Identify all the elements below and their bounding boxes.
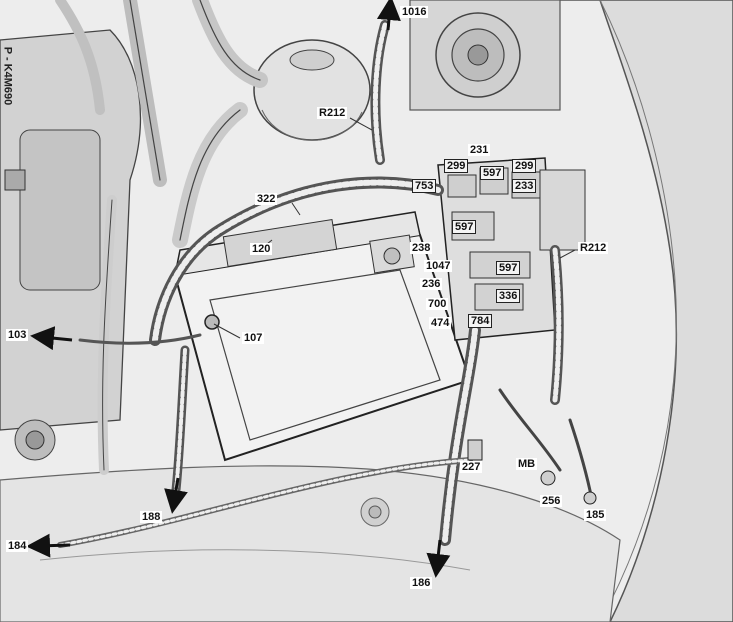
callout-120: 120	[250, 243, 273, 255]
callout-299-left: 299	[444, 159, 469, 173]
callout-474: 474	[429, 317, 452, 329]
callout-184: 184	[6, 540, 29, 552]
callout-1016: 1016	[400, 6, 429, 18]
fender-panel	[560, 0, 733, 622]
fuse-relay-box	[437, 157, 586, 341]
callout-227: 227	[460, 461, 483, 473]
callout-r212-top: R212	[317, 107, 348, 119]
callout-188: 188	[140, 511, 163, 523]
callout-700: 700	[426, 298, 449, 310]
callout-107: 107	[242, 332, 265, 344]
direction-arrows	[26, 0, 451, 578]
hoses	[55, 0, 268, 475]
callout-mb: MB	[516, 458, 538, 470]
callout-299-right: 299	[512, 159, 537, 173]
callout-597-middle: 597	[452, 220, 477, 234]
callout-233: 233	[512, 179, 537, 193]
callout-231: 231	[468, 144, 491, 156]
callout-236: 236	[420, 278, 443, 290]
callout-r212-right: R212	[578, 242, 609, 254]
callout-753: 753	[412, 179, 437, 193]
callout-784: 784	[468, 314, 493, 328]
callout-256: 256	[540, 495, 563, 507]
battery	[173, 211, 472, 462]
callout-238: 238	[410, 242, 433, 254]
callout-185: 185	[584, 509, 607, 521]
callout-1047: 1047	[424, 260, 453, 272]
callout-597-top: 597	[480, 166, 505, 180]
engine-block	[0, 29, 141, 461]
battery-terminal	[204, 314, 220, 330]
diagram-code: P - K4M690	[1, 46, 14, 106]
coolant-reservoir	[253, 39, 371, 141]
callout-186: 186	[410, 577, 433, 589]
callout-597-lower: 597	[496, 261, 521, 275]
ground-points	[467, 439, 597, 505]
callout-103: 103	[6, 329, 29, 341]
strut-tower	[409, 0, 561, 111]
callout-322: 322	[255, 193, 278, 205]
callout-336: 336	[496, 289, 521, 303]
wiring-harness	[57, 20, 594, 548]
